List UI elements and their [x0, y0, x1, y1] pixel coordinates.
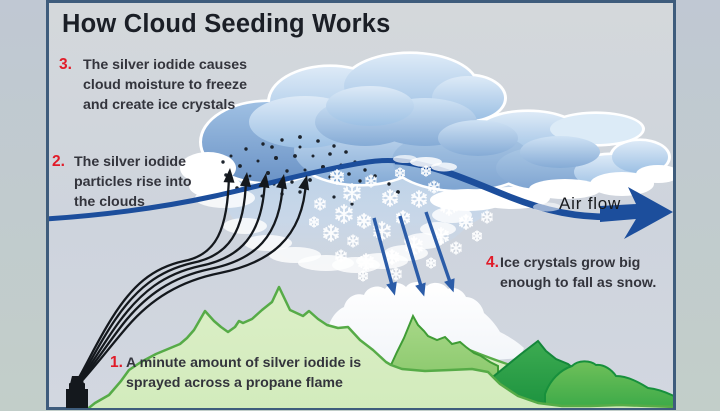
svg-text:1.: 1.: [110, 354, 123, 371]
svg-text:4.: 4.: [486, 254, 499, 271]
svg-text:The silver iodide: The silver iodide: [74, 154, 186, 170]
svg-text:enough to fall as snow.: enough to fall as snow.: [500, 275, 656, 291]
svg-text:sprayed across a propane flame: sprayed across a propane flame: [126, 375, 343, 391]
svg-text:cloud moisture to freeze: cloud moisture to freeze: [83, 77, 247, 93]
svg-text:particles rise into: particles rise into: [74, 174, 192, 190]
svg-text:3.: 3.: [59, 56, 72, 73]
svg-text:Ice crystals grow big: Ice crystals grow big: [500, 255, 640, 271]
svg-text:Air flow: Air flow: [559, 194, 621, 213]
svg-text:A minute amount of silver iodi: A minute amount of silver iodide is: [126, 355, 361, 371]
svg-text:The silver iodide causes: The silver iodide causes: [83, 57, 247, 73]
svg-text:How Cloud Seeding Works: How Cloud Seeding Works: [62, 10, 391, 38]
svg-text:the clouds: the clouds: [74, 194, 145, 210]
svg-text:and create ice crystals: and create ice crystals: [83, 97, 235, 113]
svg-text:2.: 2.: [52, 153, 65, 170]
